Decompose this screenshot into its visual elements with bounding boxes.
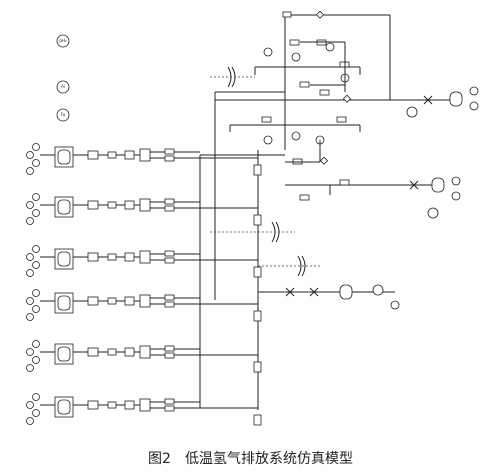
symbol-fu: Fu <box>56 108 70 122</box>
upper-subsystem <box>254 10 361 103</box>
pipe-resistor <box>164 301 175 308</box>
valve-block <box>107 348 117 356</box>
outlet-top <box>390 86 479 118</box>
junction-block <box>124 296 135 306</box>
sensor-icon <box>26 313 34 321</box>
junction-block <box>124 200 135 210</box>
sensor-icon <box>26 417 34 425</box>
pipe-resistor <box>164 155 175 162</box>
pipe-resistor <box>164 198 175 205</box>
bus-element <box>253 214 262 226</box>
sensor-icon <box>26 348 34 356</box>
pipe-resistor <box>164 148 175 155</box>
bus-element <box>253 266 262 278</box>
vent-upper <box>210 66 255 88</box>
sensor-icon <box>26 201 34 209</box>
sensor-icon <box>26 151 34 159</box>
middle-subsystem <box>229 116 361 201</box>
pipe-resistor <box>164 205 175 212</box>
symbol-ph2-label: pH₂ <box>59 38 67 43</box>
valve-block <box>87 296 99 306</box>
bus-element <box>253 164 262 176</box>
vent-low <box>258 255 320 277</box>
tank-body <box>57 251 71 267</box>
valve-block <box>87 150 99 160</box>
sensor-icon <box>26 401 34 409</box>
tank-body <box>57 149 71 165</box>
sensor-icon <box>32 261 40 269</box>
pipe-resistor <box>164 250 175 257</box>
symbol-ai-label: Ai <box>61 84 65 89</box>
sensor-icon <box>32 356 40 364</box>
junction-block <box>124 150 135 160</box>
sensor-icon <box>26 253 34 261</box>
junction-block <box>124 400 135 410</box>
pipe-resistor <box>164 294 175 301</box>
sensor-icon <box>32 393 40 401</box>
simulation-model-diagram: pH₂ Ai Fu <box>26 10 479 426</box>
sensor-icon <box>32 289 40 297</box>
valve-block <box>87 200 99 210</box>
sensor-icon <box>32 193 40 201</box>
vent-mid <box>210 221 295 243</box>
bus-element <box>253 310 262 322</box>
header-block <box>139 250 151 264</box>
sensor-icon <box>26 297 34 305</box>
sensor-icon <box>32 305 40 313</box>
pipe-resistor <box>164 398 175 405</box>
sensor-icon <box>26 167 34 175</box>
valve-block <box>107 401 117 409</box>
bus-element <box>253 361 262 373</box>
valve-block <box>107 201 117 209</box>
tank-body <box>57 199 71 215</box>
tank-modules <box>26 143 262 426</box>
valve-block <box>87 400 99 410</box>
pipe-resistor <box>164 352 175 359</box>
outlet-middle <box>409 176 461 219</box>
outlet-bottom <box>285 284 400 310</box>
sensor-icon <box>32 409 40 417</box>
sensor-icon <box>26 217 34 225</box>
pipe-resistor <box>164 405 175 412</box>
sensor-icon <box>26 364 34 372</box>
junction-block <box>124 252 135 262</box>
symbol-fu-label: Fu <box>61 112 66 117</box>
valve-block <box>107 151 117 159</box>
valve-block <box>87 252 99 262</box>
sensor-icon <box>32 245 40 253</box>
header-block <box>139 398 151 412</box>
bus-lines <box>199 14 450 410</box>
junction-block <box>124 347 135 357</box>
sensor-icon <box>32 159 40 167</box>
valve-block <box>107 253 117 261</box>
sensor-icon <box>32 209 40 217</box>
figure-caption: 图2 低温氢气排放系统仿真模型 <box>148 451 353 467</box>
tank-body <box>57 295 71 311</box>
valve-block <box>107 297 117 305</box>
header-block <box>139 345 151 359</box>
sensor-icon <box>32 340 40 348</box>
pipe-resistor <box>164 257 175 264</box>
header-block <box>139 148 151 162</box>
sensor-icon <box>26 269 34 277</box>
valve-block <box>87 347 99 357</box>
header-block <box>139 294 151 308</box>
symbol-ph2: pH₂ <box>56 34 70 48</box>
sensor-icon <box>32 143 40 151</box>
tank-body <box>57 399 71 415</box>
symbol-ai: Ai <box>56 80 70 94</box>
bus-element <box>253 414 262 426</box>
pipe-resistor <box>164 345 175 352</box>
tank-body <box>57 346 71 362</box>
header-block <box>139 198 151 212</box>
